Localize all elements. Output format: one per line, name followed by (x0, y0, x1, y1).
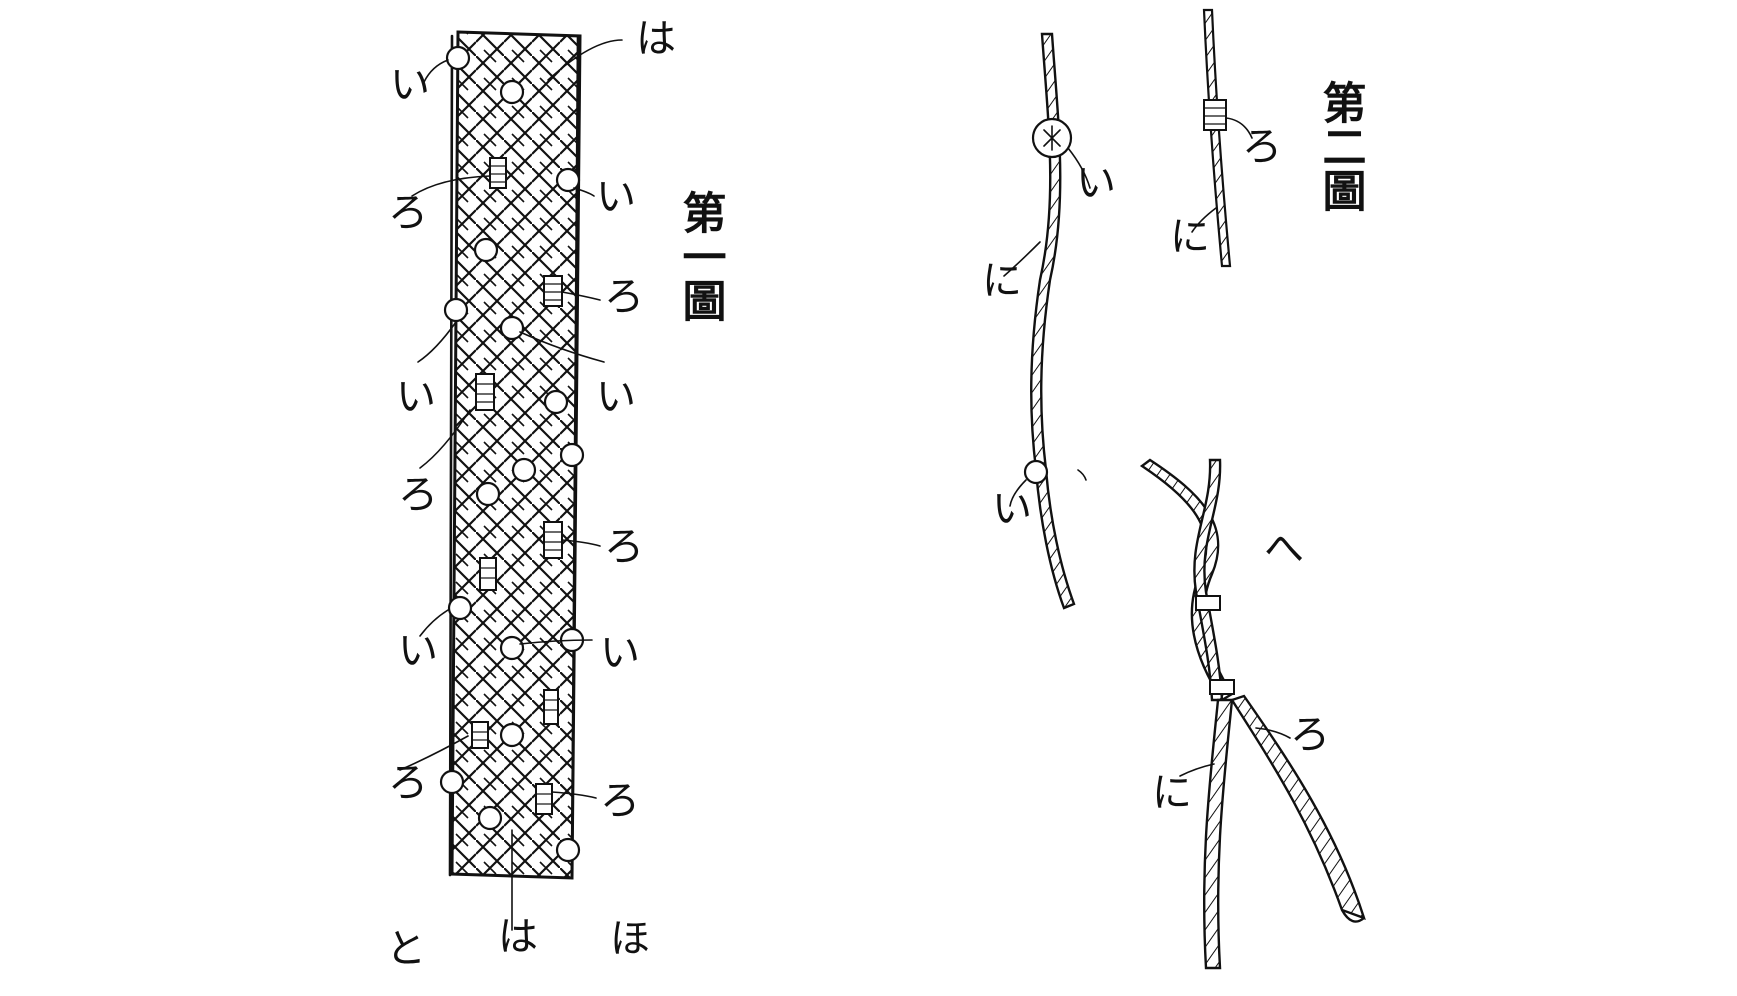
label-ni: に (1152, 770, 1192, 816)
label-ro: ろ (604, 274, 644, 320)
label-i: い (390, 62, 430, 108)
label-ro: ろ (388, 760, 428, 806)
label-i: い (596, 174, 636, 220)
figure2-title: 第二圖 (1315, 80, 1367, 212)
figure2-twisted-pair (1139, 458, 1366, 970)
label-he: へ (1264, 526, 1304, 572)
label-ho: ほ (610, 916, 650, 962)
label-i: い (1076, 160, 1116, 206)
label-ni: に (982, 258, 1022, 304)
label-i: い (398, 628, 438, 674)
label-ha-top: は (636, 16, 676, 62)
figure1-title: 第一圖 (675, 190, 727, 322)
figure2-cord-left (1003, 32, 1091, 610)
figure2-cord-thin (1191, 8, 1253, 268)
label-ha-bottom: は (498, 914, 538, 960)
label-i: い (396, 374, 436, 420)
figure1-leaders (399, 39, 623, 931)
label-ro: ろ (600, 778, 640, 824)
label-ro: ろ (388, 190, 428, 236)
label-i: い (992, 486, 1032, 532)
label-to: と (386, 926, 426, 972)
label-ni: に (1170, 214, 1210, 260)
label-ro: ろ (398, 472, 438, 518)
label-ro: ろ (1242, 124, 1282, 170)
label-ro: ろ (604, 524, 644, 570)
figure1-labels: は い ろ い ろ い い ろ ろ い い ろ ろ は ほ と (386, 16, 676, 972)
label-ro: ろ (1290, 712, 1330, 758)
label-i: い (600, 630, 640, 676)
figure1-tags (471, 157, 563, 815)
label-i: い (596, 374, 636, 420)
